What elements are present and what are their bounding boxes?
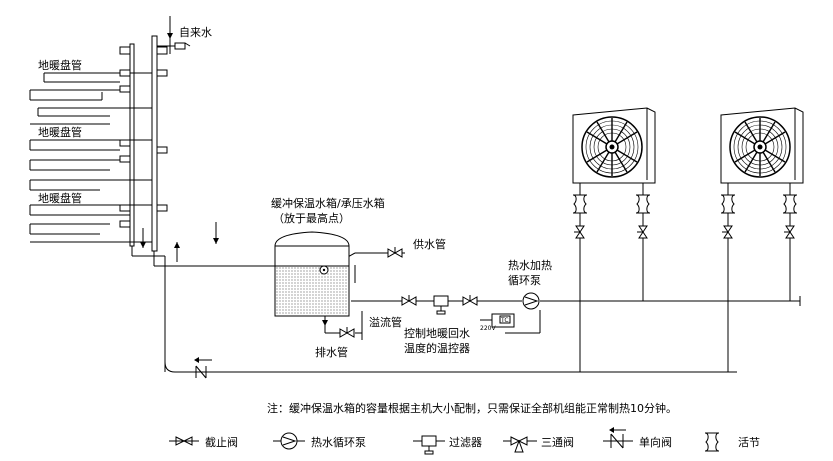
legend-label-check-valve: 单向阀: [639, 435, 672, 449]
pump-label-line1: 热水加热: [508, 259, 552, 272]
check-valve-icon: [603, 427, 633, 449]
floor-coil-label-2: 地暖盘管: [38, 125, 82, 139]
outlet-stop-valve: [462, 294, 478, 306]
filter-icon: [413, 435, 445, 455]
legend-label-filter: 过滤器: [449, 436, 482, 449]
pipework: [131, 180, 801, 373]
controller-label-line2: 温度的温控器: [404, 341, 470, 355]
buffer-tank-label: 缓冲保温水箱/承压水箱: [271, 196, 385, 210]
drain-stop-valve: [339, 326, 355, 338]
overflow-pipe-label: 溢流管: [369, 315, 402, 329]
filter: [433, 295, 449, 315]
buffer-tank: [274, 231, 350, 317]
unit-stop-valve: [636, 225, 648, 239]
legend-label-three-way: 三通阀: [541, 435, 574, 449]
union-joint: [635, 194, 651, 214]
union-joint: [782, 194, 798, 214]
controller-label-line1: 控制地暖回水: [404, 326, 470, 340]
heat-pump-unit-1: [572, 107, 656, 184]
note-text: 注：缓冲保温水箱的容量根据主机大小配制，只需保证全部机组能正常制热10分钟。: [267, 401, 677, 415]
supply-pipe-label: 供水管: [413, 237, 446, 251]
three-way-valve-icon: [503, 436, 537, 453]
buffer-tank-note: （放于最高点）: [273, 211, 350, 225]
return-check-valve: [194, 357, 212, 379]
flow-arrow-icon: [174, 242, 180, 248]
unit-stop-valve: [783, 225, 795, 239]
stop-valve-icon: [169, 436, 199, 446]
union-joint-icon: [704, 432, 720, 452]
drain-pipe-label: 排水管: [315, 345, 348, 359]
legend-label-pump: 热水循环泵: [311, 436, 366, 449]
drain-arrow-icon: [322, 320, 328, 326]
floor-coil-label-3: 地暖盘管: [38, 191, 82, 205]
supply-manifold: [151, 35, 158, 252]
unit-stop-valve: [573, 225, 585, 239]
pump-label-line2: 循环泵: [508, 274, 541, 287]
circulation-pump-icon: [273, 432, 305, 450]
controller-tag: TC: [500, 317, 509, 324]
union-joint: [720, 194, 736, 214]
heat-pump-unit-2: [720, 107, 804, 184]
return-manifold: [129, 43, 135, 247]
union-joint: [572, 194, 588, 214]
unit-stop-valve: [721, 225, 733, 239]
flow-arrow-icon: [140, 242, 146, 248]
flow-arrow-icon: [213, 238, 219, 244]
tap-water-arrow-icon: [167, 33, 173, 39]
legend-label-union: 活节: [738, 436, 760, 449]
controller-voltage: 220V: [480, 325, 496, 332]
thermostat: [480, 313, 515, 328]
legend-label-stop-valve: 截止阀: [205, 435, 238, 449]
manifold-group: [29, 16, 219, 262]
floor-coil-label-1: 地暖盘管: [38, 58, 82, 72]
supply-stop-valve: [387, 246, 403, 258]
legend: 截止阀 热水循环泵 过滤器 三通阀 单向阀: [169, 427, 760, 455]
circulation-pump: [522, 292, 540, 310]
inlet-stop-valve: [401, 294, 417, 306]
tap-water-label: 自来水: [179, 26, 212, 39]
